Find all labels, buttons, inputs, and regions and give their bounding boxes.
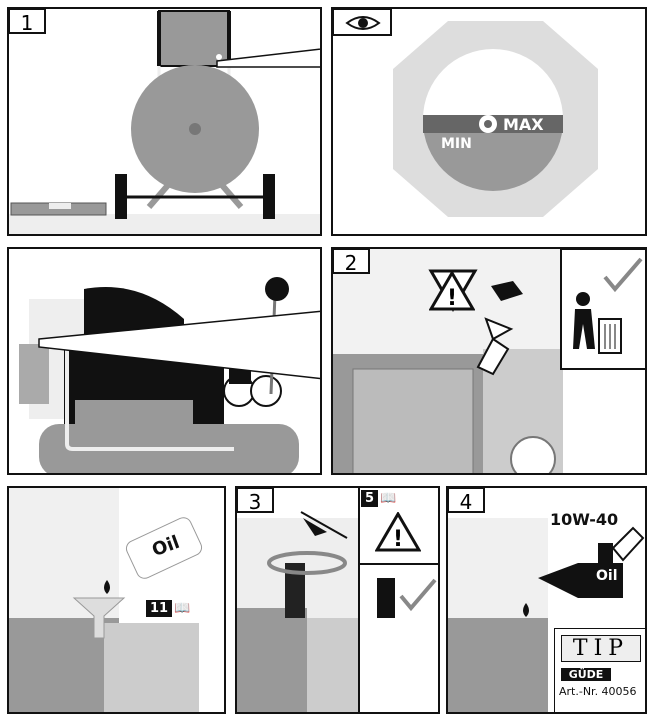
eye-icon xyxy=(345,14,381,32)
tip-title: TIP xyxy=(561,635,641,662)
oil-can-illustration xyxy=(448,518,645,712)
compressor-front-illustration xyxy=(9,10,320,234)
pump-head-illustration xyxy=(333,249,645,473)
panel-2-side-view xyxy=(7,247,322,475)
svg-text:!: ! xyxy=(393,527,403,552)
oil-grade-label: 10W-40 xyxy=(550,510,619,529)
gauge-max-label: MAX xyxy=(503,115,544,134)
svg-text:!: ! xyxy=(447,286,457,311)
gauge-min-label: MIN xyxy=(441,136,472,152)
panel-3-fill-oil: Oil 11 📖 xyxy=(7,486,226,714)
oil-funnel-illustration xyxy=(9,488,203,712)
article-number: Art.-Nr. 40056 xyxy=(559,685,637,698)
brand-logo: GÜDE xyxy=(561,668,611,681)
book-icon: 📖 xyxy=(380,491,397,506)
checkmark-icon xyxy=(601,257,643,293)
panel-1-sight-glass: MAX MIN xyxy=(331,7,647,236)
panel-4-oil-grade: 4 10W-40 Oil TIP GÜDE Art.-Nr. 40056 xyxy=(446,486,647,714)
step-number: 4 xyxy=(448,488,485,514)
compressor-side-illustration xyxy=(19,277,320,473)
checkmark-icon xyxy=(397,578,437,612)
warning-icon: ! xyxy=(375,512,421,552)
manual-reference-badge: 5 📖 xyxy=(361,490,396,507)
recycle-bin-icon xyxy=(573,289,623,359)
step-number: 2 xyxy=(333,249,370,275)
oil-sight-glass-illustration xyxy=(333,9,598,217)
tip-box: TIP GÜDE Art.-Nr. 40056 xyxy=(554,628,645,712)
panel-1-level: 1 xyxy=(7,7,322,236)
manual-reference-badge: 11 📖 xyxy=(146,600,190,617)
book-icon: 📖 xyxy=(174,601,191,616)
warning-icon: ! xyxy=(429,271,475,311)
step-number: 1 xyxy=(9,9,46,35)
panel-3-insert-plug: 3 5 📖 ! xyxy=(235,486,440,714)
panel-2-remove-plug: 2 ! xyxy=(331,247,647,475)
step-number: 3 xyxy=(237,488,274,514)
oil-can-label: Oil xyxy=(596,568,618,584)
badge-number: 11 xyxy=(146,600,173,617)
badge-number: 5 xyxy=(361,490,379,507)
